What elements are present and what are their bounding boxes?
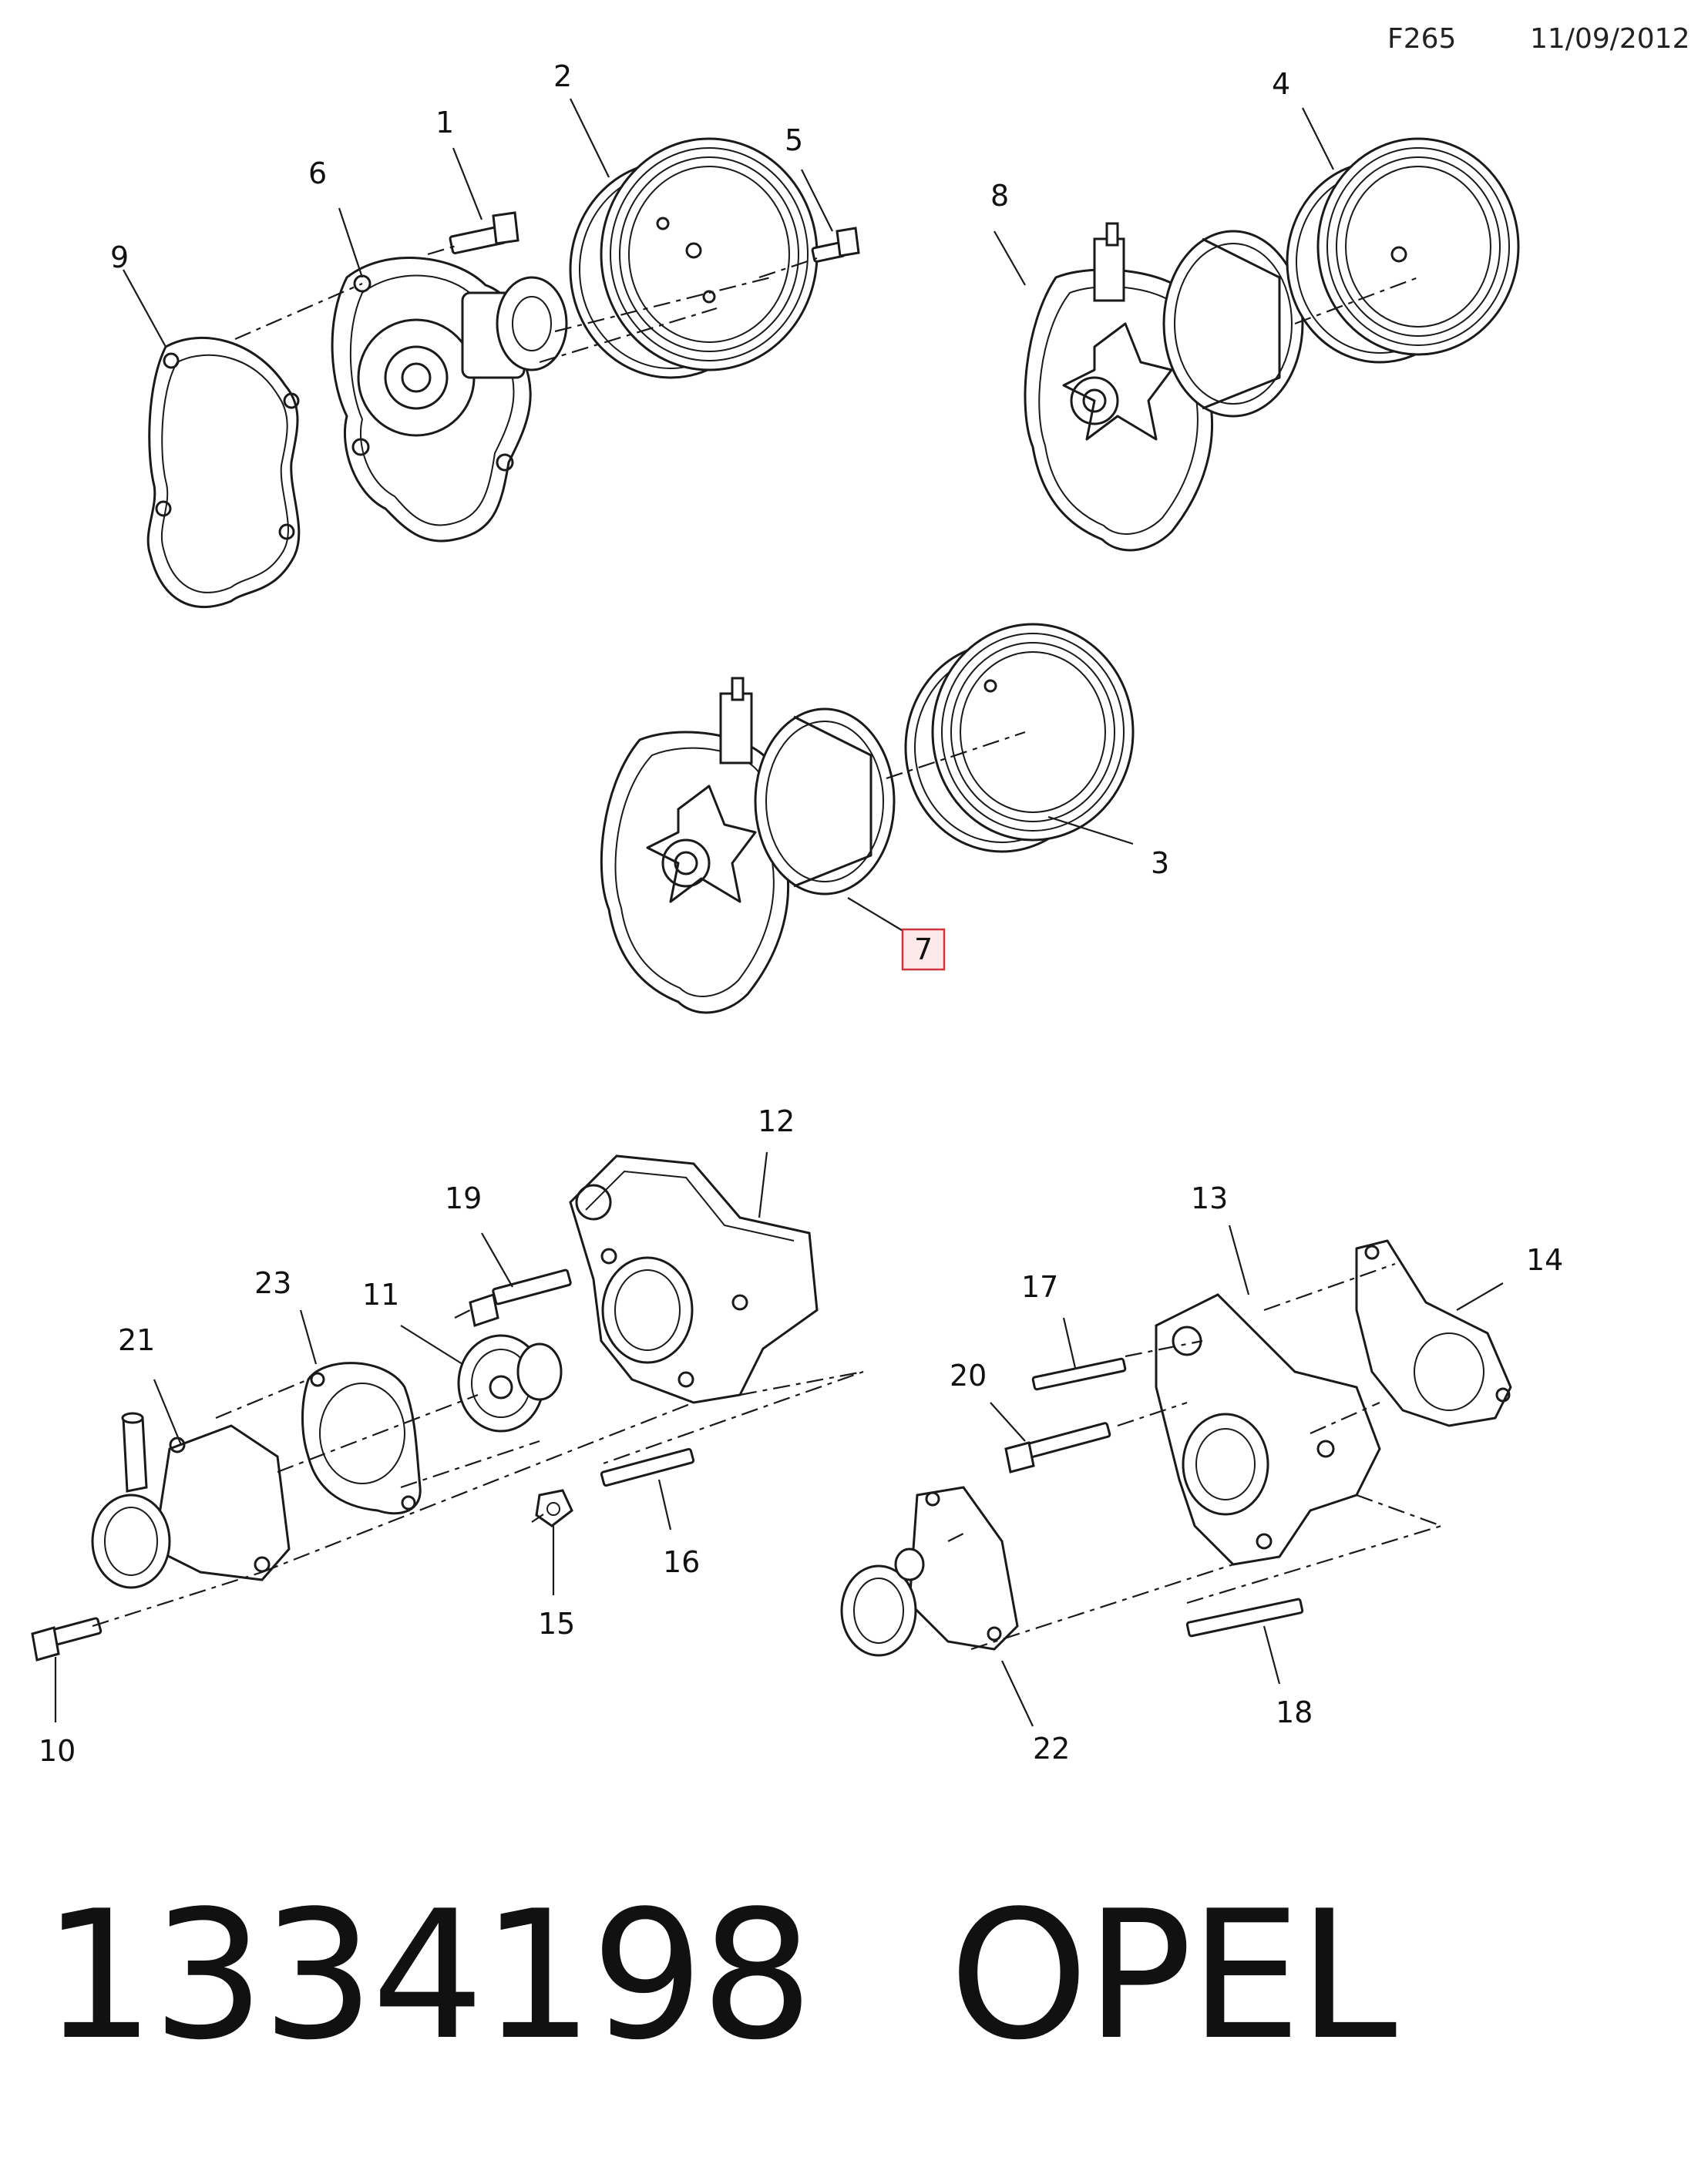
callout-21: 21 [118, 1323, 155, 1357]
thermostat-housing-13 [1155, 1293, 1381, 1566]
diagram-code: F265 [1387, 23, 1457, 55]
callout-4: 4 [1272, 67, 1290, 101]
callout-10: 10 [39, 1734, 76, 1768]
thermostat-11 [457, 1334, 563, 1433]
stud-17 [1031, 1357, 1127, 1391]
bolt-20 [1004, 1422, 1111, 1473]
bolt-19 [469, 1268, 572, 1327]
callout-13: 13 [1191, 1181, 1228, 1215]
callout-3: 3 [1151, 846, 1169, 880]
callout-9: 9 [110, 240, 129, 274]
callout-1: 1 [435, 106, 454, 139]
bolt-1 [449, 211, 519, 254]
thermostat-housing-12 [569, 1154, 819, 1404]
pulley-4 [1286, 137, 1520, 364]
water-pump-7 [600, 677, 896, 1014]
callout-22: 22 [1033, 1732, 1070, 1766]
callout-23: 23 [254, 1266, 291, 1300]
diagram-date: 11/09/2012 [1530, 23, 1690, 55]
bolt-5 [811, 227, 860, 263]
callout-2: 2 [553, 59, 572, 93]
stud-18 [1185, 1598, 1304, 1638]
part-number: 1334198 [42, 1873, 813, 2079]
callout-20: 20 [950, 1359, 987, 1393]
gasket-23 [301, 1362, 422, 1515]
callout-17: 17 [1021, 1270, 1058, 1304]
callout-12: 12 [758, 1104, 795, 1138]
callout-19: 19 [445, 1181, 482, 1215]
brand-name: OPEL [949, 1873, 1397, 2079]
pulley-3 [904, 623, 1135, 853]
callout-15: 15 [538, 1607, 575, 1641]
gasket-14 [1355, 1239, 1512, 1427]
callout-6: 6 [308, 156, 327, 190]
callout-18: 18 [1276, 1695, 1313, 1729]
callout-7-highlight [901, 928, 946, 971]
callout-5: 5 [785, 123, 803, 157]
water-pump-8 [1024, 222, 1304, 552]
water-pump-6 [331, 257, 568, 543]
thermostat-housing-22 [840, 1486, 1019, 1657]
callout-8: 8 [990, 179, 1009, 213]
pulley-2 [569, 137, 819, 379]
callout-11: 11 [362, 1278, 399, 1312]
bolt-10 [31, 1617, 103, 1662]
callout-14: 14 [1526, 1243, 1563, 1277]
stud-16 [600, 1447, 695, 1487]
nut-15 [535, 1489, 573, 1527]
gasket-9 [146, 336, 301, 608]
callout-16: 16 [663, 1545, 700, 1579]
callout-7: 7 [914, 932, 933, 966]
thermostat-housing-21 [91, 1412, 291, 1589]
